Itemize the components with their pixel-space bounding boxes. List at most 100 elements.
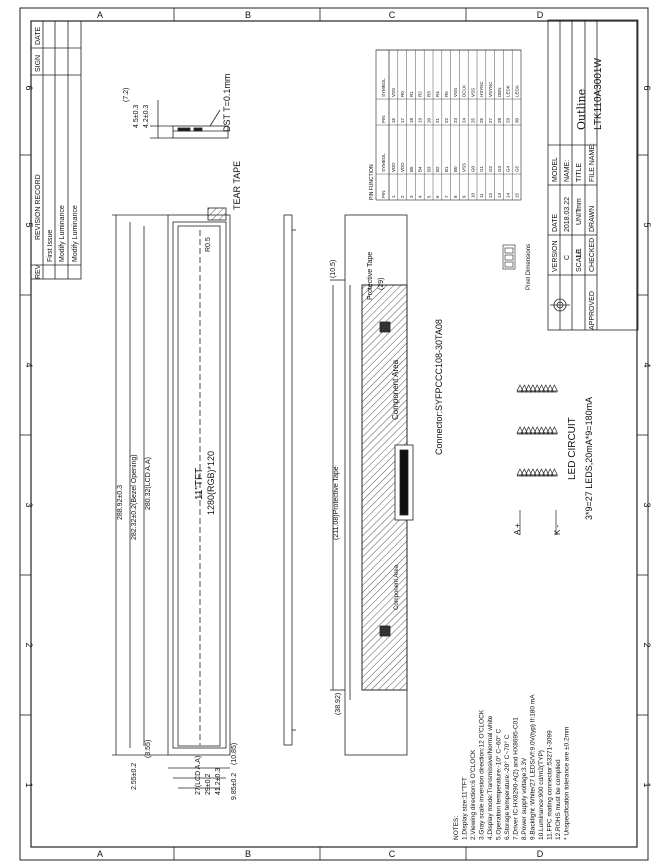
- pin-cell: 11: [479, 193, 484, 198]
- pin-cell: 20: [426, 117, 431, 123]
- pin-cell: 18: [409, 117, 414, 123]
- pin-cell: 25: [470, 117, 475, 123]
- back-protective-tape-top: Protective Tape: [367, 252, 374, 300]
- pin-cell: G4: [506, 166, 511, 173]
- pin-cell: G2: [488, 166, 493, 173]
- pin-cell: 16: [391, 117, 396, 123]
- pin-table: 1VDD16VSS2VDD17R03B518R14B419R25B320R36B…: [369, 49, 522, 201]
- led-symbol: [542, 426, 550, 434]
- title-block-checked: CHECKED: [589, 238, 596, 272]
- dim-bezel-width: 29±0.2: [205, 774, 212, 795]
- pin-cell: HSYNC: [479, 81, 484, 98]
- led-symbol: [533, 384, 541, 392]
- row-number-left-3: 3: [24, 502, 34, 507]
- title-block-model-label: MODEL: [552, 157, 559, 182]
- pin-cell: DCLK: [462, 85, 467, 97]
- pin-cell: G5: [514, 166, 519, 173]
- pin-cell: 19: [418, 117, 423, 123]
- note-line: 9.Backlight :White/27 LEDS/Vf:9.0V(typ) …: [530, 694, 537, 840]
- revision-entry-3: Modify Luminance: [72, 205, 79, 262]
- led-circuit-spec: 3*9=27 LEDS,20mA*9=180mA: [584, 397, 594, 520]
- row-number-left-4: 4: [24, 362, 34, 367]
- row-numbers: 6 5 4 3 2 1 6 5 4 3 2 1: [24, 85, 652, 787]
- display-size-label: 11"TFT: [194, 468, 205, 500]
- title-block-name-label: NAME:: [564, 160, 571, 182]
- dim-bottom-edge: 9.85±0.2: [231, 773, 238, 800]
- title-block-file-label: FILE NAME:: [589, 143, 596, 182]
- led-symbol: [542, 468, 550, 476]
- led-cathode-label: K -: [553, 524, 562, 535]
- col-letter-top-4: D: [537, 10, 544, 20]
- pin-cell: 22: [444, 117, 449, 123]
- pin-cell: 17: [400, 117, 405, 123]
- revision-header-sign: SIGN: [35, 55, 42, 72]
- pin-table-title: PIN FUNCTION: [369, 164, 375, 200]
- pin-cell: 24: [462, 117, 467, 123]
- dim-edge-1: 2.55±0.2: [131, 763, 138, 790]
- led-circuit-title: LED CIRCUIT: [567, 417, 578, 480]
- pin-cell: R1: [409, 91, 414, 97]
- back-view: [330, 214, 414, 756]
- col-letter-top-3: C: [389, 10, 396, 20]
- pin-cell: B2: [435, 166, 440, 172]
- revision-table: [30, 20, 82, 280]
- pin-cell: 10: [470, 192, 475, 198]
- pixel-detail: [502, 244, 516, 270]
- title-block-scale-value: 1/1: [576, 248, 583, 258]
- back-component-area-1: Component Area: [391, 359, 400, 420]
- revision-header-date: DATE: [35, 27, 42, 45]
- row-number-left-1: 1: [24, 782, 34, 787]
- led-symbol: [529, 384, 537, 392]
- revision-header-rev: REV: [35, 264, 42, 279]
- pin-cell: G0: [470, 166, 475, 173]
- dim-bezel-opening: 282.32±0.2(Bezel Opening): [131, 454, 138, 540]
- pin-cell: LEDA: [514, 85, 519, 97]
- col-letter-top-1: A: [97, 10, 103, 20]
- back-component-area-2: Component Area: [394, 564, 400, 610]
- title-block-unit-value: mm: [576, 198, 583, 210]
- pin-cell: B1: [444, 166, 449, 172]
- pin-cell: R2: [418, 91, 423, 97]
- led-symbol: [542, 384, 550, 392]
- pixel-dimensions-label: Pixel Dimensions: [526, 244, 532, 290]
- row-number-right-2: 2: [642, 642, 652, 647]
- pin-cell: DEN: [497, 88, 502, 98]
- pin-cell: 21: [435, 117, 440, 123]
- pin-cell: 26: [479, 117, 484, 123]
- back-dim-top: (10.5): [330, 260, 337, 278]
- dim-edge-2: (3.55): [145, 740, 152, 758]
- title-block-version-label: VERSION: [552, 240, 559, 272]
- col-letter-top-2: B: [245, 10, 251, 20]
- side-view-dim-2: 4.2±0.3: [143, 105, 150, 128]
- col-letter-bottom-1: A: [97, 849, 103, 859]
- col-letter-bottom-2: B: [245, 849, 251, 859]
- row-number-right-3: 3: [642, 502, 652, 507]
- pin-cell: 1: [391, 195, 396, 198]
- pin-cell: R5: [444, 91, 449, 97]
- led-symbol: [516, 384, 524, 392]
- pin-cell: 12: [488, 192, 493, 198]
- pin-cell: G3: [497, 166, 502, 173]
- back-dim-29: (29): [378, 278, 385, 290]
- dim-active-area-length: 280.32(LCD A.A): [145, 457, 152, 510]
- pin-cell: R3: [426, 91, 431, 97]
- led-circuit: [516, 384, 558, 535]
- row-number-left-2: 2: [24, 642, 34, 647]
- sheet-frame: [19, 7, 649, 861]
- row-number-left-5: 5: [24, 222, 34, 227]
- front-view: [112, 207, 231, 789]
- note-line: 10.Luminance:900 cd/m2(TYP): [538, 750, 545, 840]
- pin-cell: 14: [506, 192, 511, 198]
- pin-cell: 2: [400, 195, 405, 198]
- led-symbol: [533, 426, 541, 434]
- note-line: NOTES:: [453, 816, 460, 840]
- pin-cell: 4: [418, 195, 423, 198]
- dim-overall-width: 41.2±0.3: [215, 768, 222, 795]
- led-symbol: [550, 426, 558, 434]
- title-block-title-label: TITLE: [576, 163, 583, 182]
- pin-cell: R0: [400, 91, 405, 97]
- pin-cell: 6: [435, 195, 440, 198]
- led-symbol: [533, 468, 541, 476]
- led-symbol: [546, 468, 554, 476]
- dim-overall-length: 288.92±0.3: [117, 485, 124, 520]
